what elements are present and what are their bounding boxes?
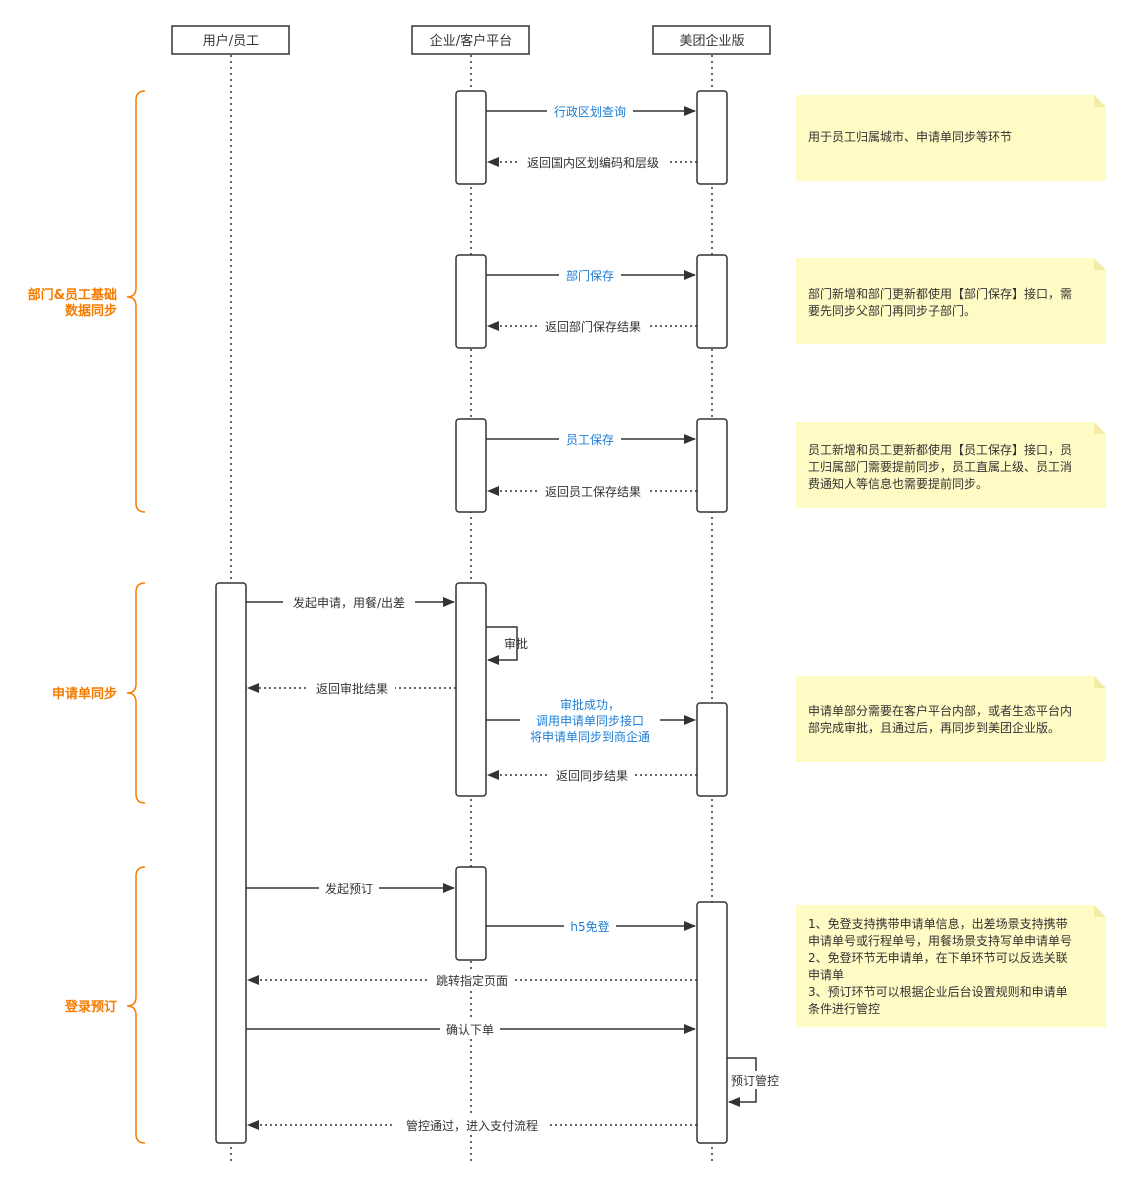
participant-user: 用户/员工 <box>171 25 290 55</box>
message-label-m15: 确认下单 <box>446 1023 494 1037</box>
note-n5: 1、免登支持携带申请单信息，出差场景支持携带 申请单号或行程单号，用餐场景支持写… <box>796 905 1106 1027</box>
activation-bar <box>696 901 728 1144</box>
participant-label: 用户/员工 <box>203 33 259 49</box>
message-label-m5: 员工保存 <box>566 433 614 447</box>
message-label-m17: 管控通过，进入支付流程 <box>406 1118 538 1133</box>
note-fold <box>1094 258 1106 270</box>
group-label-booking: 登录预订 <box>64 999 117 1015</box>
activation-bar <box>455 866 487 961</box>
note-text: 用于员工归属城市、申请单同步等环节 <box>808 130 1013 144</box>
message-label-m16: 预订管控 <box>731 1073 779 1088</box>
participant-meituan: 美团企业版 <box>652 25 771 55</box>
note-n2: 部门新增和部门更新都使用【部门保存】接口，需 要先同步父部门再同步子部门。 <box>796 258 1106 344</box>
note-fold <box>1094 95 1106 107</box>
group-label-apply: 申请单同步 <box>52 686 117 702</box>
activation-bar <box>455 90 487 185</box>
message-label-m12: 发起预订 <box>325 881 373 896</box>
message-label-m8: 审批 <box>504 636 528 651</box>
note-n4: 申请单部分需要在客户平台内部，或者生态平台内 部完成审批，且通过后，再同步到美团… <box>796 676 1106 762</box>
message-label-m14: 跳转指定页面 <box>436 973 508 988</box>
note-text: 申请单部分需要在客户平台内部，或者生态平台内 部完成审批，且通过后，再同步到美团… <box>808 704 1073 735</box>
activation-bar <box>696 90 728 185</box>
group-brace-booking <box>126 866 146 1144</box>
activation-bar <box>455 418 487 513</box>
activation-bar <box>455 254 487 349</box>
message-label-m1: 行政区划查询 <box>554 105 626 119</box>
note-text: 1、免登支持携带申请单信息，出差场景支持携带 申请单号或行程单号，用餐场景支持写… <box>808 917 1073 1016</box>
message-label-m10-line2: 调用申请单同步接口 <box>536 713 644 728</box>
activation-bar <box>455 582 487 797</box>
message-label-m10-line3: 将申请单同步到商企通 <box>530 729 650 744</box>
note-text: 部门新增和部门更新都使用【部门保存】接口，需 要先同步父部门再同步子部门。 <box>808 287 1073 318</box>
message-label-m4: 返回部门保存结果 <box>545 319 641 334</box>
note-fold <box>1094 676 1106 688</box>
group-brace-apply <box>126 582 146 804</box>
note-fold <box>1094 422 1106 434</box>
message-label-m9: 返回审批结果 <box>316 681 388 696</box>
message-label-m2: 返回国内区划编码和层级 <box>527 155 659 170</box>
message-label-m7: 发起申请，用餐/出差 <box>293 595 405 610</box>
activation-bar <box>696 418 728 513</box>
note-n3: 员工新增和员工更新都使用【员工保存】接口，员 工归属部门需要提前同步，员工直属上… <box>796 422 1106 508</box>
message-label-m3: 部门保存 <box>566 268 614 283</box>
activation-bar <box>215 582 247 1144</box>
participant-platform: 企业/客户平台 <box>411 25 530 55</box>
activation-bar <box>696 702 728 797</box>
participant-label: 美团企业版 <box>679 33 744 49</box>
note-n1: 用于员工归属城市、申请单同步等环节 <box>796 95 1106 181</box>
self-message-arrow <box>486 626 518 665</box>
group-brace-base <box>126 90 146 513</box>
note-fold <box>1094 905 1106 917</box>
message-label-m13: h5免登 <box>570 919 609 934</box>
participant-label: 企业/客户平台 <box>430 33 512 49</box>
message-label-m11: 返回同步结果 <box>556 769 628 783</box>
message-label-m10-line1: 审批成功， <box>560 697 620 712</box>
activation-bar <box>696 254 728 349</box>
note-text: 员工新增和员工更新都使用【员工保存】接口，员 工归属部门需要提前同步，员工直属上… <box>808 443 1073 491</box>
message-label-m6: 返回员工保存结果 <box>545 485 641 499</box>
group-label-base-line1: 部门&员工基础 <box>28 287 117 303</box>
group-label-base-line2: 数据同步 <box>65 303 117 319</box>
